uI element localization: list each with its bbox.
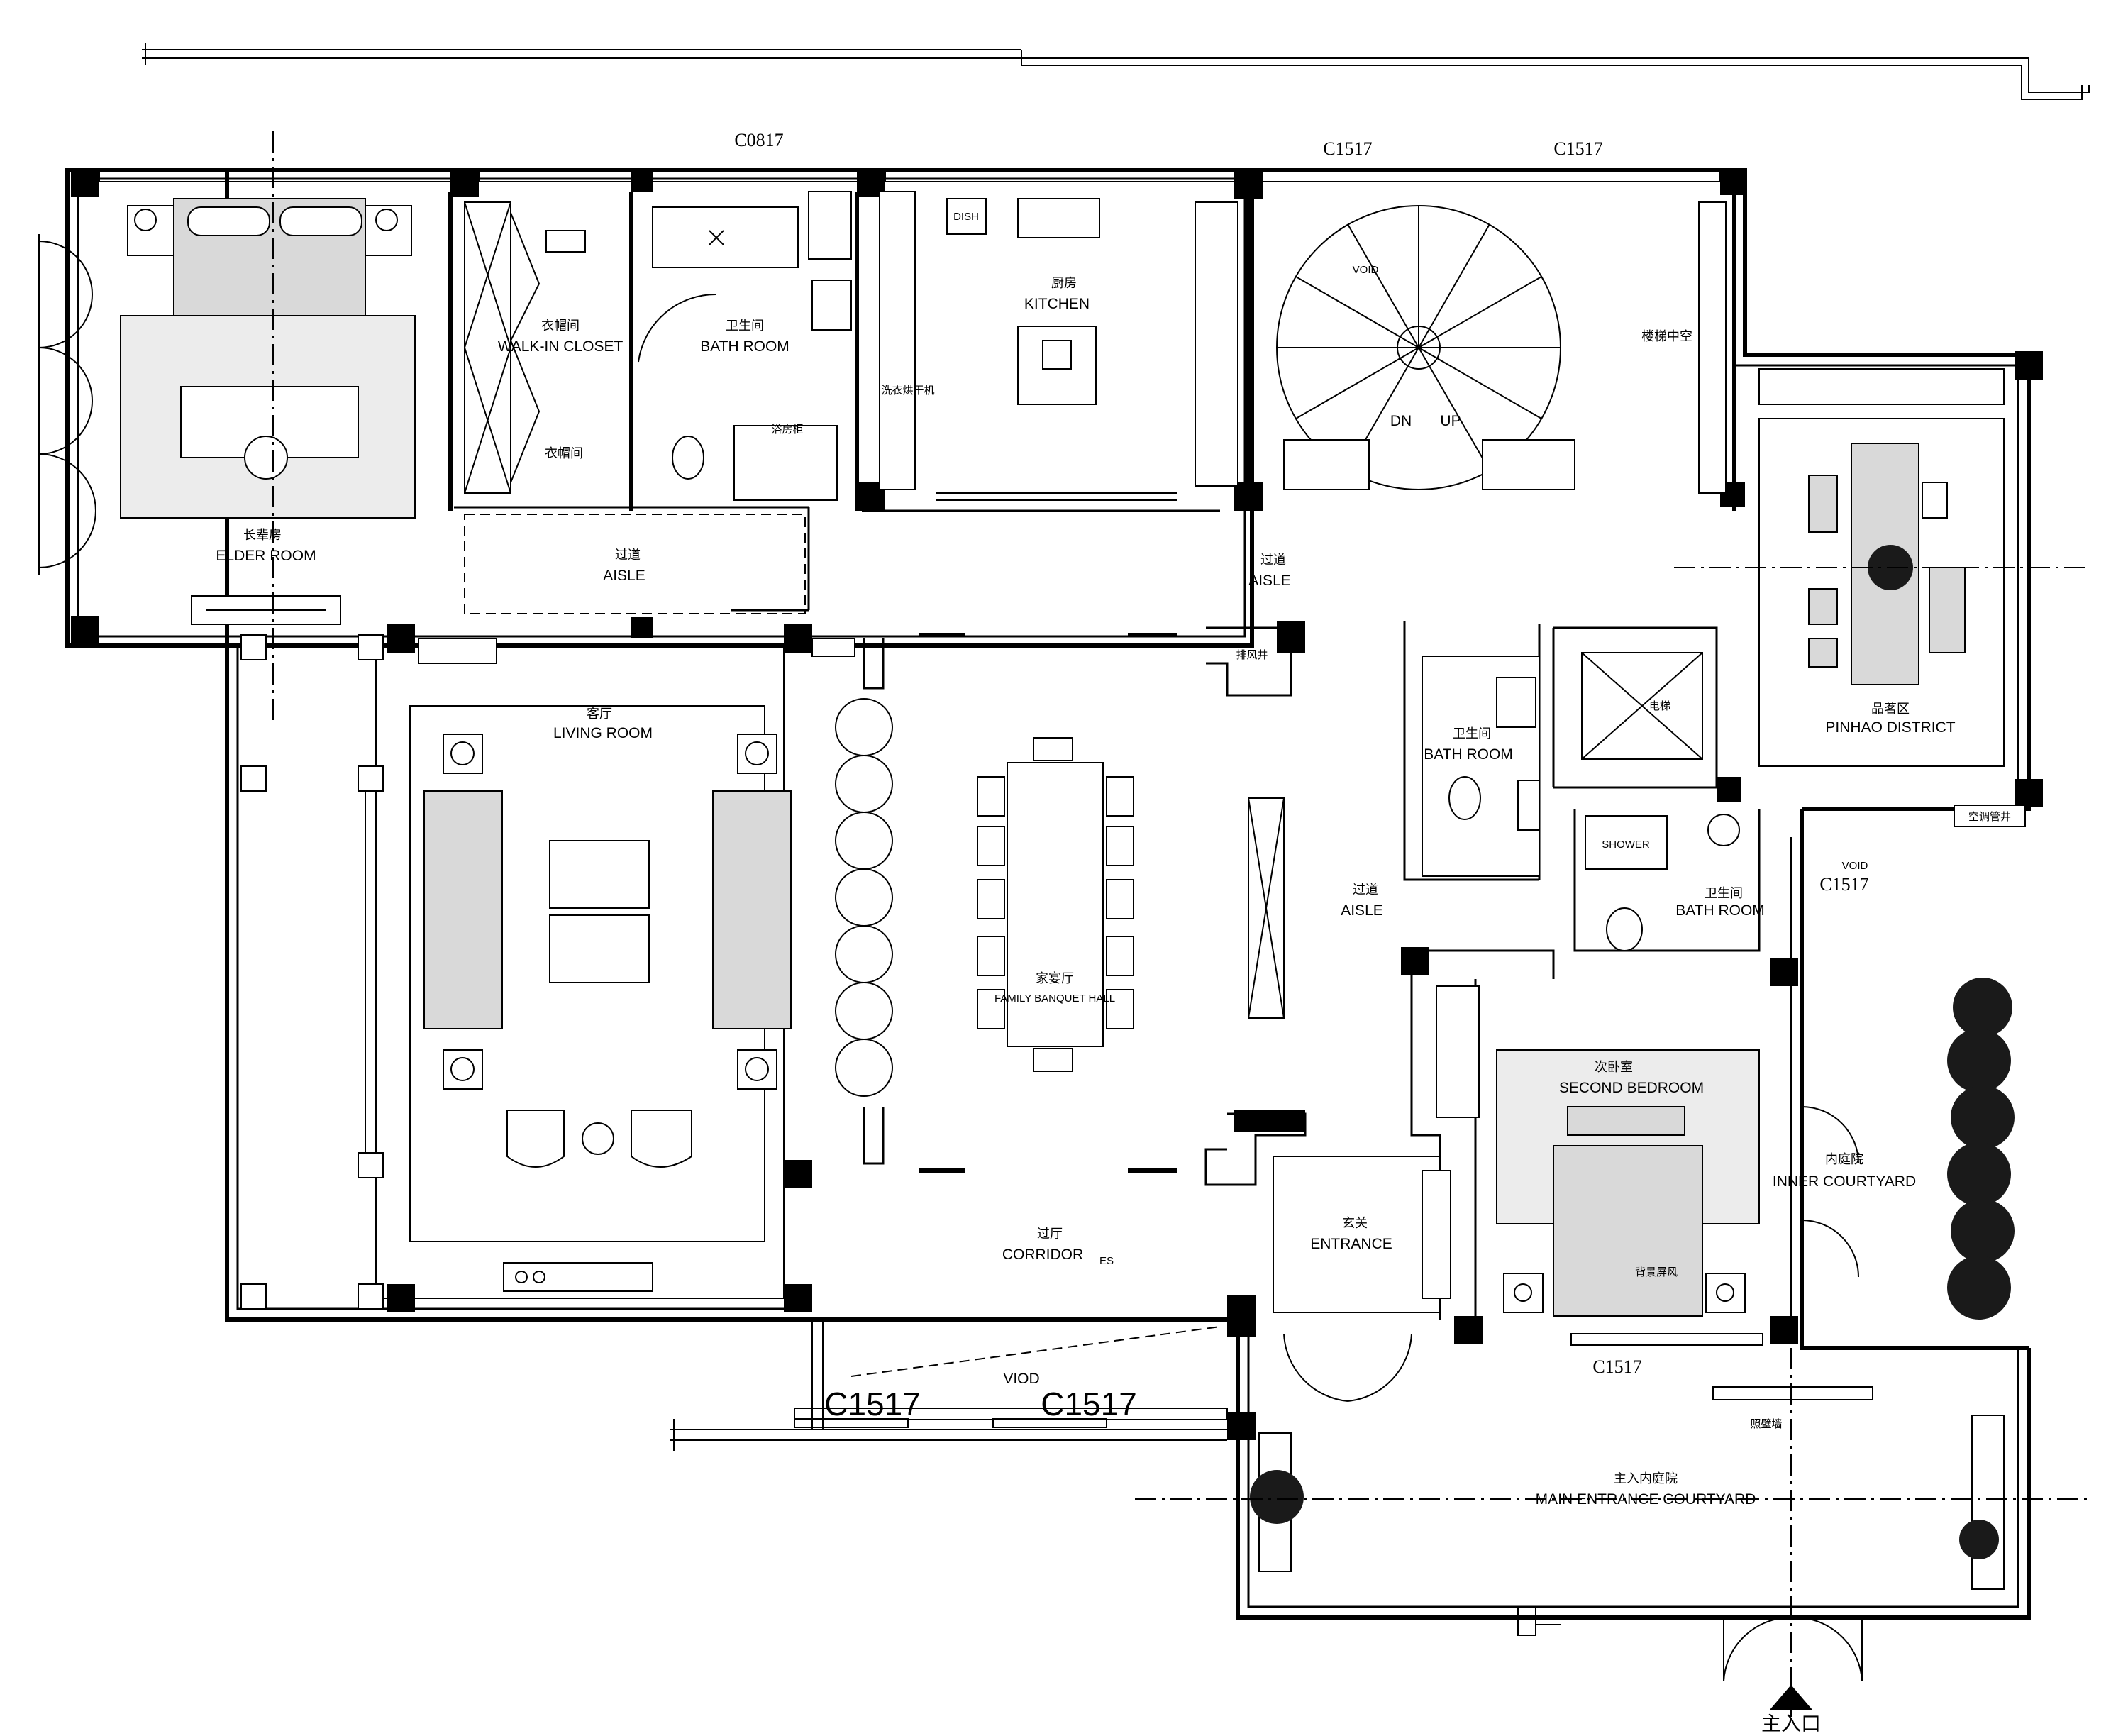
banquet-en: FAMILY BANQUET HALL [994, 993, 1115, 1005]
second-bedroom-en: SECOND BEDROOM [1559, 1080, 1704, 1096]
bed-second [1553, 1145, 1703, 1317]
screen-wall-label: 照壁墙 [1750, 1418, 1782, 1430]
walk-in-closet: 衣帽间 WALK-IN CLOSET 衣帽间 [464, 201, 624, 494]
stair-dn: DN [1390, 413, 1412, 429]
window-codes: C0817 C1517 C1517 C1517 C1517 C1517 C151… [734, 130, 1868, 1422]
aisle-center-en: AISLE [1248, 573, 1291, 589]
pinhao-district: 品茗区 PINHAO DISTRICT 空调管井 [1674, 368, 2089, 827]
kitchen-en: KITCHEN [1024, 296, 1090, 312]
window-code-top-stair-1: C1517 [1323, 138, 1372, 159]
window-code-right-courtyard: C1517 [1819, 874, 1868, 895]
corridor-entrance: 过厅 CORRIDOR ES 玄关 ENTRANCE [1002, 1156, 1451, 1402]
round-partition [835, 698, 893, 1097]
entrance-cabinet [1273, 1156, 1441, 1313]
bath-fixture: 浴房柜 [771, 424, 803, 436]
closet-cn2: 衣帽间 [545, 446, 583, 461]
second-bedroom-cn: 次卧室 [1595, 1060, 1633, 1075]
aisle-right-cn: 过道 [1353, 883, 1378, 897]
spiral-stair: DN UP VOID 楼梯中空 [1276, 201, 1727, 494]
aisle-left-en: AISLE [603, 568, 645, 584]
corridor-cn: 过厅 [1037, 1227, 1063, 1242]
bath-mid-en: BATH ROOM [1424, 746, 1513, 763]
stair-void-label: VOID [1353, 264, 1379, 276]
columns [71, 169, 2043, 1440]
living-room-cn: 客厅 [587, 707, 612, 722]
inner-courtyard-en: INNER COURTYARD [1773, 1173, 1916, 1190]
elder-room: 长辈房 ELDER ROOM [38, 131, 416, 724]
aisle-labels: 过道 AISLE 过道 AISLE 过道 AISLE [464, 514, 1383, 919]
property-line-top [142, 43, 2090, 100]
armchair-right [631, 1110, 692, 1168]
bath-top-en: BATH ROOM [700, 338, 789, 355]
kitchen-appliance: 洗衣烘干机 [881, 385, 934, 397]
bath-top-cn: 卫生间 [726, 319, 764, 333]
corridor-tag: ES [1099, 1255, 1114, 1267]
inner-courtyard: 内庭院 INNER COURTYARD VOID [1773, 860, 2015, 1320]
plants-column [1947, 978, 2015, 1320]
entry-arrow-icon [1770, 1685, 1812, 1710]
bathtub [652, 206, 799, 268]
window-code-top-stair-2: C1517 [1553, 138, 1602, 159]
main-courtyard-cn: 主入内庭院 [1614, 1471, 1678, 1486]
corridor-en: CORRIDOR [1002, 1246, 1083, 1263]
entrance-en: ENTRANCE [1310, 1236, 1392, 1252]
living-room-en: LIVING ROOM [553, 725, 653, 741]
banquet-cn: 家宴厅 [1036, 971, 1074, 986]
window-code-bottom-bedroom: C1517 [1592, 1356, 1641, 1377]
bath-room-mid: 卫生间 BATH ROOM 电梯 [1422, 652, 1703, 877]
void-bottom-label: VIOD [1003, 1371, 1039, 1387]
elder-room-en: ELDER ROOM [216, 548, 316, 564]
plant-courtyard-left [1250, 1470, 1304, 1524]
exhaust-shaft: 排风井 [1236, 649, 1268, 661]
aisle-left-cn: 过道 [615, 548, 641, 563]
bath-mid-cn: 卫生间 [1453, 726, 1491, 741]
closet-en: WALK-IN CLOSET [498, 338, 624, 355]
banquet-table [1007, 762, 1104, 1047]
bottom-void: VIOD [670, 1320, 1227, 1451]
inner-courtyard-void: VOID [1842, 860, 1868, 872]
closet-cn: 衣帽间 [541, 319, 580, 333]
aisle-right-en: AISLE [1341, 902, 1383, 919]
stair-void-cn: 楼梯中空 [1641, 329, 1692, 344]
pinhao-en: PINHAO DISTRICT [1825, 719, 1955, 736]
window-code-bottom-void-2: C1517 [1041, 1386, 1137, 1422]
aisle-center-cn: 过道 [1260, 553, 1286, 568]
banquet-hall: 家宴厅 FAMILY BANQUET HALL 排风井 [919, 633, 1285, 1173]
elder-room-cn: 长辈房 [243, 528, 282, 543]
bath-room-top: 浴房柜 卫生间 BATH ROOM [638, 191, 852, 501]
kitchen-cn: 厨房 [1051, 276, 1077, 291]
dish-label: DISH [953, 211, 979, 223]
main-courtyard: 照壁墙 主入内庭院 MAIN ENTRANCE COURTYARD [1135, 1348, 2089, 1717]
living-room: 客厅 LIVING ROOM [240, 634, 893, 1310]
kitchen: DISH 厨房 KITCHEN 洗衣烘干机 [879, 191, 1238, 501]
toilet [672, 436, 704, 480]
bath-shower-cn: 卫生间 [1705, 886, 1743, 901]
stair-up: UP [1440, 413, 1461, 429]
main-entry-marker: 主入口 [1761, 1685, 1821, 1735]
bath-room-shower: SHOWER 卫生间 BATH ROOM [1585, 814, 1765, 951]
armchair-left [506, 1110, 565, 1168]
shower-label: SHOWER [1602, 839, 1650, 851]
main-entrance-label: 主入口 [1761, 1712, 1821, 1735]
bath-shower-en: BATH ROOM [1675, 902, 1765, 919]
sofa-left [423, 790, 503, 1029]
entrance-cn: 玄关 [1342, 1216, 1368, 1231]
plant-courtyard-right [1959, 1520, 1999, 1559]
elevator-label: 电梯 [1649, 700, 1670, 712]
window-bands [99, 170, 1763, 1420]
window-code-c0817: C0817 [734, 130, 783, 150]
sofa-right [712, 790, 792, 1029]
banquet-chairs [977, 737, 1134, 1072]
pinhao-cn: 品茗区 [1871, 702, 1910, 717]
ac-shaft: 空调管井 [1968, 811, 2011, 823]
second-bedroom: 次卧室 SECOND BEDROOM 背景屏风 [1436, 985, 1760, 1317]
window-code-bottom-void-1: C1517 [824, 1386, 921, 1422]
bedroom-screen: 背景屏风 [1635, 1266, 1678, 1278]
exterior-walls [65, 168, 2031, 1620]
inner-courtyard-cn: 内庭院 [1825, 1152, 1863, 1167]
